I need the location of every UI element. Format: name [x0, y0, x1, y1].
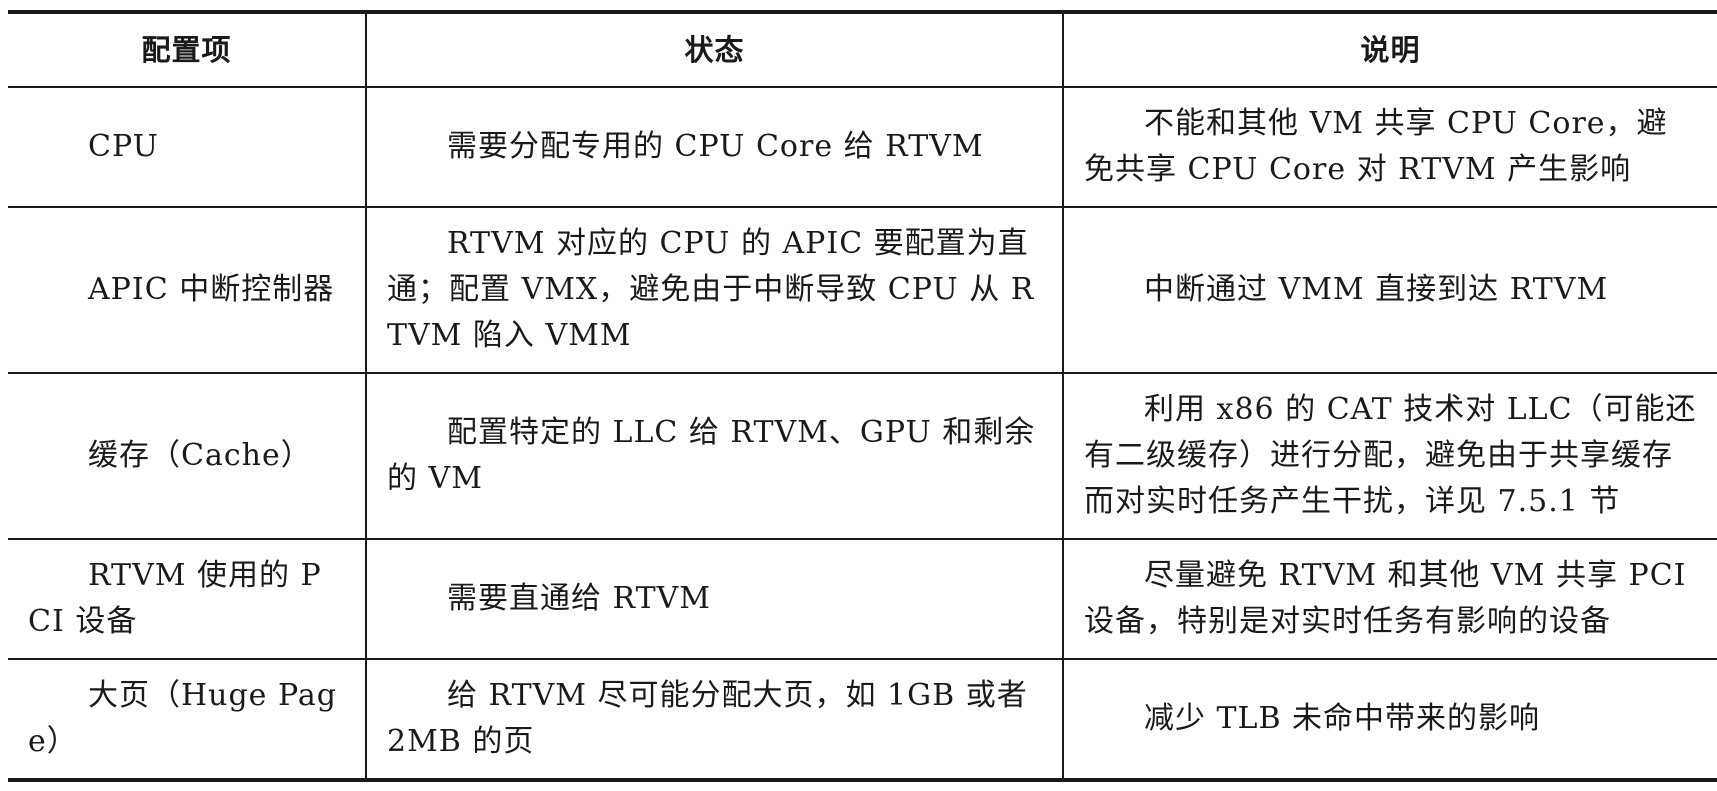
table-row: 大页（Huge Page） 给 RTVM 尽可能分配大页，如 1GB 或者 2M… [8, 659, 1717, 781]
cell-description: 利用 x86 的 CAT 技术对 LLC（可能还有二级缓存）进行分配，避免由于共… [1062, 373, 1717, 541]
table-header-row: 配置项 状态 说明 [8, 12, 1717, 88]
cell-config-item: RTVM 使用的 PCI 设备 [8, 539, 367, 661]
table-row: RTVM 使用的 PCI 设备 需要直通给 RTVM 尽量避免 RTVM 和其他… [8, 539, 1717, 661]
header-config-item: 配置项 [8, 12, 367, 88]
config-table: 配置项 状态 说明 CPU 需要分配专用的 CPU Core 给 RTVM 不能… [8, 10, 1717, 782]
cell-status: RTVM 对应的 CPU 的 APIC 要配置为直通；配置 VMX，避免由于中断… [365, 206, 1064, 375]
cell-description: 不能和其他 VM 共享 CPU Core，避免共享 CPU Core 对 RTV… [1062, 87, 1717, 208]
table-row: CPU 需要分配专用的 CPU Core 给 RTVM 不能和其他 VM 共享 … [8, 87, 1717, 208]
header-status: 状态 [365, 12, 1064, 88]
cell-config-item: 大页（Huge Page） [8, 659, 367, 781]
cell-description: 减少 TLB 未命中带来的影响 [1062, 659, 1717, 781]
cell-status: 需要分配专用的 CPU Core 给 RTVM [365, 87, 1064, 208]
cell-status: 配置特定的 LLC 给 RTVM、GPU 和剩余的 VM [365, 373, 1064, 541]
header-description: 说明 [1062, 12, 1717, 88]
table-row: 缓存（Cache） 配置特定的 LLC 给 RTVM、GPU 和剩余的 VM 利… [8, 373, 1717, 541]
cell-config-item: APIC 中断控制器 [8, 206, 367, 375]
cell-status: 给 RTVM 尽可能分配大页，如 1GB 或者 2MB 的页 [365, 659, 1064, 781]
cell-config-item: 缓存（Cache） [8, 373, 367, 541]
cell-status: 需要直通给 RTVM [365, 539, 1064, 661]
table-row: APIC 中断控制器 RTVM 对应的 CPU 的 APIC 要配置为直通；配置… [8, 206, 1717, 375]
cell-description: 中断通过 VMM 直接到达 RTVM [1062, 206, 1717, 375]
cell-config-item: CPU [8, 87, 367, 208]
cell-description: 尽量避免 RTVM 和其他 VM 共享 PCI 设备，特别是对实时任务有影响的设… [1062, 539, 1717, 661]
